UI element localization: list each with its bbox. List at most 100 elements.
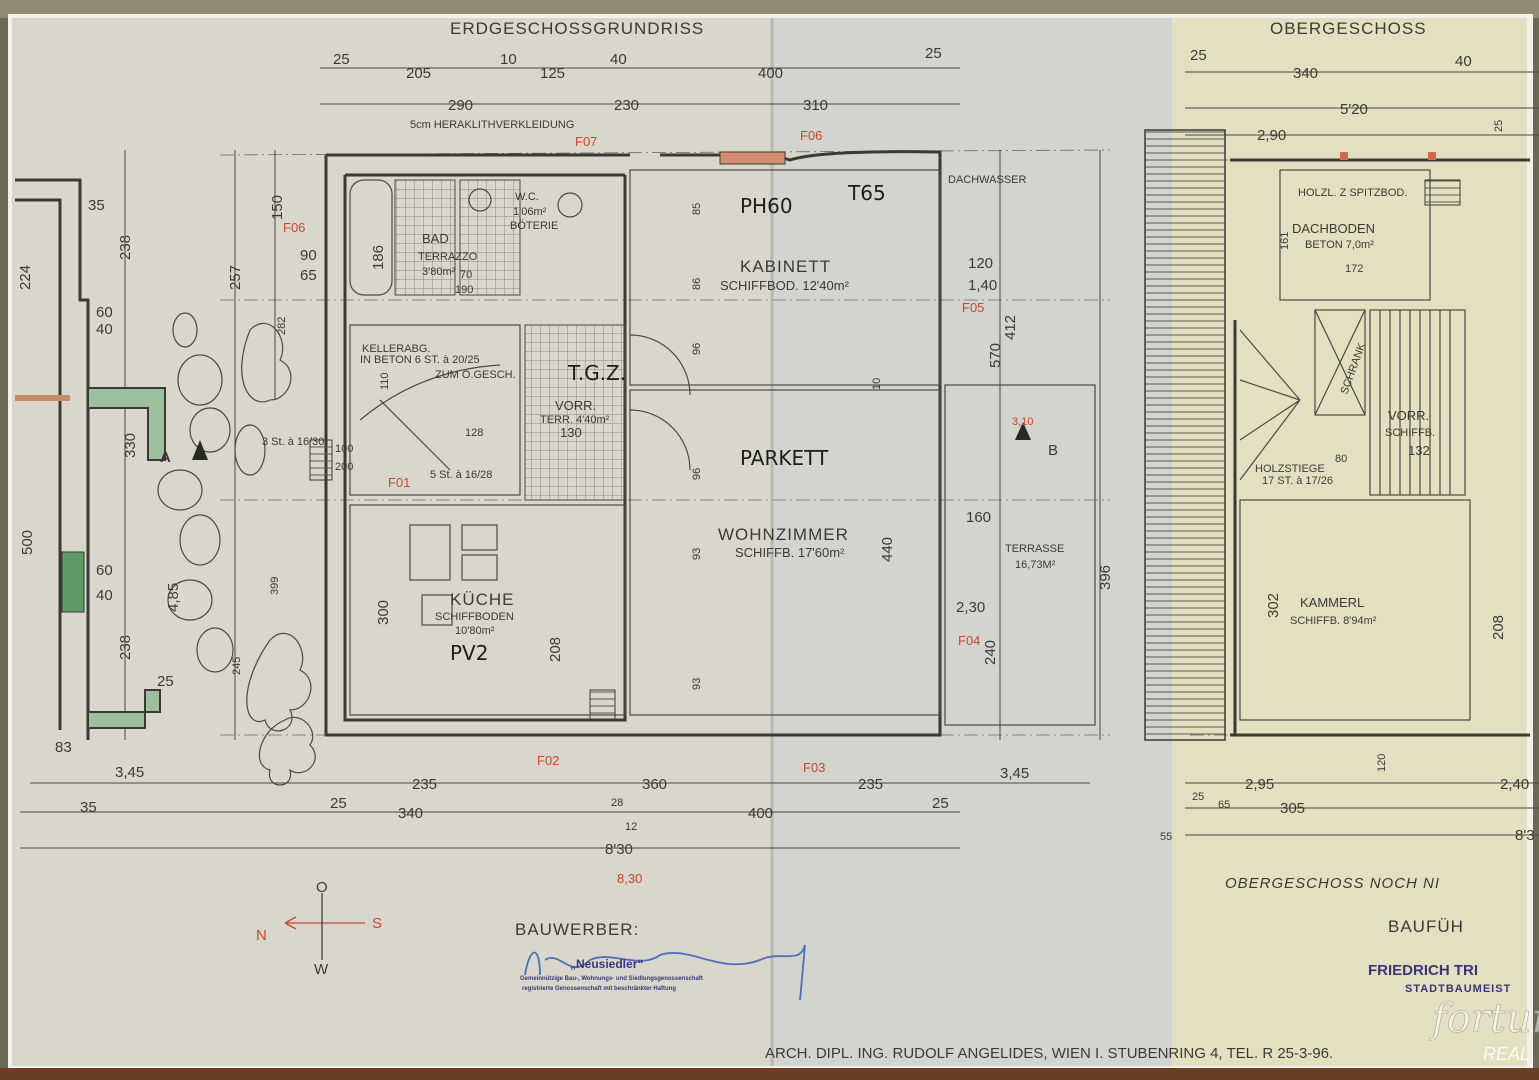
- upper-floor-title: OBERGESCHOSS: [1270, 19, 1427, 38]
- dim-label: 396: [1097, 565, 1114, 590]
- dim-label: 240: [982, 640, 999, 665]
- dim-label: 224: [17, 265, 34, 290]
- wohnzimmer-label: WOHNZIMMER: [718, 525, 849, 544]
- kueche-outline: [349, 504, 626, 716]
- terrasse-label: TERRASSE: [1005, 543, 1064, 555]
- kabinett-outline: [629, 169, 941, 386]
- neighbour-building: [15, 178, 166, 740]
- baufuehrer-label: BAUFÜH: [1388, 917, 1464, 936]
- dim-label: 235: [412, 776, 437, 793]
- holzstiege-steps: 17 ST. à 17/26: [1262, 475, 1333, 487]
- parkett-handwritten: PARKETT: [740, 446, 829, 470]
- dim-label: 230: [614, 97, 639, 114]
- vorraum-og-label: VORR.: [1388, 408, 1429, 423]
- roof-hatching: [1144, 129, 1226, 741]
- dim-label: 238: [117, 635, 134, 660]
- dim-label: 340: [1293, 65, 1318, 82]
- section-b-arrow-icon: [1015, 422, 1031, 440]
- table-edge: [0, 1068, 1539, 1080]
- red-mark-f07: F07: [575, 134, 597, 149]
- dim-label: 125: [540, 65, 565, 82]
- left-dimensions: 224 238 60 40 257 330 500 60 40 4,85 238…: [17, 195, 317, 816]
- heraklith-note: 5cm HERAKLITHVERKLEIDUNG: [410, 119, 574, 131]
- red-mark-f03: F03: [803, 760, 825, 775]
- garden-stones: [157, 312, 316, 786]
- wc-note: BÖTERIE: [510, 220, 558, 232]
- baufuehrer-stamp: FRIEDRICH TRI STADTBAUMEIST: [1368, 962, 1511, 995]
- fortuna-real-watermark: fortuna REAL: [1429, 996, 1539, 1064]
- terrasse-area: 16,73M²: [1015, 559, 1056, 571]
- holzstiege-label: HOLZSTIEGE: [1255, 463, 1325, 475]
- vorraum-og-outline: [1369, 309, 1466, 496]
- bottom-dimensions: 235 360 235 3,45 25 340 28 12 400 25 8'3…: [330, 754, 1535, 858]
- kabinett-label: KABINETT: [740, 257, 831, 276]
- dim-label: 10: [871, 378, 883, 390]
- dim-label: 40: [96, 587, 113, 604]
- dim-label: 40: [610, 51, 627, 68]
- t65-handwritten: T65: [847, 181, 886, 205]
- kellerabgang-line2: IN BETON 6 ST. à 20/25: [360, 354, 480, 366]
- dim-label: 85: [691, 203, 703, 215]
- architect-line: ARCH. DIPL. ING. RUDOLF ANGELIDES, WIEN …: [765, 1045, 1333, 1062]
- dim-label: 25: [925, 45, 942, 62]
- section-b-marker: B: [1048, 442, 1058, 459]
- dim-label: 93: [691, 678, 703, 690]
- bauwerber-stamp: „Neusiedler“ Gemeinnützige Bau-, Wohnung…: [520, 957, 703, 992]
- dim-label: 340: [398, 805, 423, 822]
- inner-stairs-note: 5 St. à 16/28: [430, 469, 492, 481]
- red-total-width: 8,30: [617, 871, 642, 886]
- ph60-handwritten: PH60: [740, 194, 793, 218]
- dim-label: 60: [96, 304, 113, 321]
- red-mark-terrace: 3,10: [1012, 416, 1033, 428]
- dim-label: 172: [1345, 263, 1363, 275]
- dim-label: 65: [300, 267, 317, 284]
- dim-label: 208: [1490, 615, 1507, 640]
- red-mark-f04: F04: [958, 633, 980, 648]
- top-dimensions: 25 205 10 125 40 400 25 290 230 310 25 3…: [333, 45, 1505, 144]
- dim-label: 40: [1455, 53, 1472, 70]
- dim-label: 60: [96, 562, 113, 579]
- dim-label: 28: [611, 797, 623, 809]
- ground-floor-title: ERDGESCHOSSGRUNDRISS: [450, 19, 704, 38]
- stamp-title: „Neusiedler“: [570, 957, 643, 971]
- dim-label: 310: [803, 97, 828, 114]
- dim-label: 65: [1218, 799, 1230, 811]
- kabinett-floor: SCHIFFBOD. 12'40m²: [720, 278, 850, 293]
- dim-label: 400: [748, 805, 773, 822]
- vorraum-width: 130: [560, 425, 582, 440]
- dim-label: 8'30: [605, 841, 633, 858]
- stamp-line: STADTBAUMEIST: [1405, 983, 1511, 995]
- dim-label: 8'3: [1515, 827, 1535, 844]
- dim-label: 2,40: [1500, 776, 1529, 793]
- kellerabgang-line3: ZUM O.GESCH.: [435, 369, 516, 381]
- dim-label: 412: [1002, 315, 1019, 340]
- compass-north: N: [256, 927, 267, 944]
- dim-label: 120: [1376, 754, 1388, 772]
- dim-label: 2,90: [1257, 127, 1286, 144]
- wohnzimmer-floor: SCHIFFB. 17'60m²: [735, 545, 845, 560]
- upper-floor-note: OBERGESCHOSS NOCH NI: [1225, 875, 1440, 892]
- dim-label: 190: [455, 284, 473, 296]
- dim-label: 235: [858, 776, 883, 793]
- bathtub: [349, 179, 393, 296]
- entry-stairs-note: 3 St. à 16/30: [262, 436, 324, 448]
- dim-label: 399: [269, 577, 281, 595]
- stamp-line: Gemeinnützige Bau-, Wohnungs- und Siedlu…: [520, 976, 703, 982]
- kammerl-outline: [1239, 499, 1471, 721]
- kueche-area: 10'80m²: [455, 625, 495, 637]
- dim-label: 55: [1160, 831, 1172, 843]
- dim-label: 40: [96, 321, 113, 338]
- dachboden-label: DACHBODEN: [1292, 221, 1375, 236]
- kellerabgang-outline: [349, 324, 521, 496]
- red-mark-f06-left: F06: [283, 220, 305, 235]
- red-mark-f02: F02: [537, 753, 559, 768]
- tgz-handwritten: T.G.Z.: [567, 361, 626, 385]
- dim-label: 200: [335, 461, 353, 473]
- vorraum-label: VORR.: [555, 398, 596, 413]
- dim-label: 3,45: [115, 764, 144, 781]
- vorraum-og-width: 132: [1408, 443, 1430, 458]
- wc-tiles: [459, 179, 521, 296]
- wohnzimmer-outline: [629, 389, 941, 716]
- bad-tiles: [394, 179, 456, 296]
- dim-label: 205: [406, 65, 431, 82]
